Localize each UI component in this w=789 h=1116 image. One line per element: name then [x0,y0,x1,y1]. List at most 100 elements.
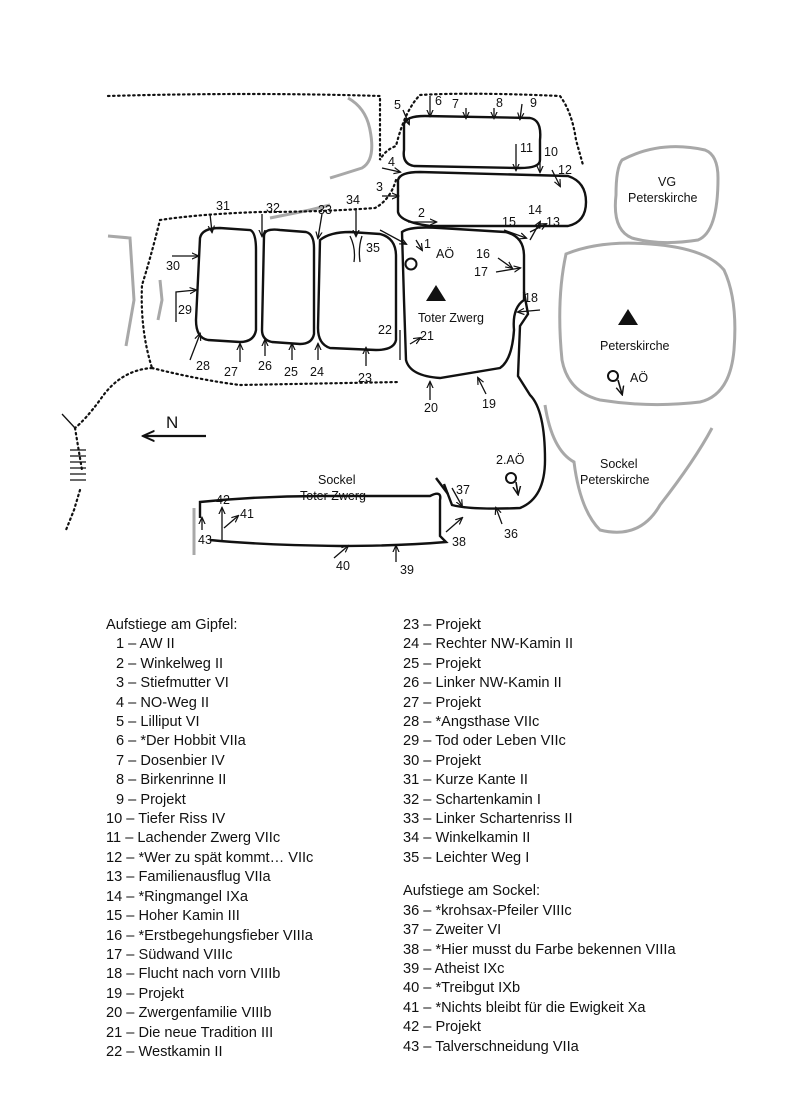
legend-item: 8 – Birkenrinne II [116,772,227,789]
topo-map: N [61,92,737,577]
route-arrow-18 [518,310,541,312]
route-arrow-19 [478,378,487,395]
legend-item: 11 – Lachender Zwerg VIIc [106,830,281,847]
dotted-path-north [106,92,585,167]
label-vg-line2: Peterskirche [628,191,698,205]
legend-item: 1 – AW II [116,636,175,653]
route-arrow-28 [189,334,200,361]
legend-item: 19 – Projekt [106,985,184,1002]
route-number-37: 37 [456,483,470,497]
legend-item: 37 – Zweiter VI [403,922,502,939]
legend-item: 35 – Leichter Weg I [403,849,530,866]
route-number-28: 28 [196,359,210,373]
legend-heading-socket: Aufstiege am Sockel: [403,883,541,900]
rock-block-west-1 [194,226,258,344]
legend-item: 42 – Projekt [403,1019,481,1036]
legend-heading-summit: Aufstiege am Gipfel: [106,617,238,633]
route-number-36: 36 [504,527,518,541]
sockel-outline [198,492,449,548]
legend-summit-list-a: 1 – AW II 2 – Winkelweg II 3 – Stiefmutt… [106,635,313,810]
legend-item: 24 – Rechter NW-Kamin II [403,636,574,653]
route-number-15: 15 [502,215,516,229]
sockel-outline-right [442,291,547,510]
route-arrow-33 [318,213,323,238]
route-number-29: 29 [178,303,192,317]
route-number-11: 11 [520,141,533,155]
route-arrow-40 [333,546,348,559]
route-number-22: 22 [378,323,392,337]
legend-item: 27 – Projekt [403,694,481,711]
route-number-31: 31 [216,199,230,213]
route-arrow-31 [210,213,212,232]
route-number-32: 32 [266,201,280,215]
route-number-10: 10 [544,145,558,159]
label-aoe-peterskirche: AÖ [630,371,648,385]
dotted-path-bottom [150,366,402,387]
route-number-19: 19 [482,397,496,411]
legend-item: 41 – *Nichts bleibt für die Ewigkeit Xa [403,999,646,1016]
legend-item: 7 – Dosenbier IV [116,752,225,769]
legend-item: 33 – Linker Schartenriss II [403,811,573,828]
rock-block-west-2 [260,228,316,346]
route-number-6: 6 [435,94,442,108]
legend-item: 31 – Kurze Kante II [403,772,528,789]
summit-triangle-toter-zwerg [426,285,446,301]
route-number-labels: 1 2 3 4 5 6 7 8 9 10 11 12 13 14 15 16 1… [166,94,572,577]
legend-item: 20 – Zwergenfamilie VIIIb [106,1005,272,1022]
path-spur [61,413,76,429]
route-number-20: 20 [424,401,438,415]
legend-item: 2 – Winkelweg II [116,655,224,672]
abseil-ring-peterskirche [607,370,619,382]
gray-outline-sockel-peterskirche [543,404,714,534]
route-arrow-9 [520,103,522,119]
legend-item: 40 – *Treibgut IXb [403,980,521,997]
legend-item: 22 – Westkamin II [106,1043,223,1060]
route-arrow-15 [503,229,526,238]
legend-item: 5 – Lilliput VI [116,714,200,731]
legend-item: 18 – Flucht nach vorn VIIIb [106,966,281,983]
dotted-path-west [64,426,84,532]
abseil-arrow-peterskirche [618,379,622,394]
gray-outline-west-4 [269,203,331,220]
legend-item: 15 – Hoher Kamin III [106,908,240,925]
abseil-arrow-2 [516,481,518,494]
route-arrow-35 [379,229,406,244]
label-sockel-tz-line2: Toter Zwerg [300,489,366,503]
route-arrow-16 [497,257,512,268]
legend-item: 9 – Projekt [116,791,186,808]
route-number-16: 16 [476,247,490,261]
legend-item: 6 – *Der Hobbit VIIa [116,733,246,750]
route-number-17: 17 [474,265,488,279]
route-number-7: 7 [452,97,459,111]
route-number-43: 43 [198,533,212,547]
rock-block-toter-zwerg [400,226,526,380]
route-arrow-12 [551,169,560,186]
route-number-2: 2 [418,206,425,220]
label-peterskirche: Peterskirche [600,339,670,353]
legend-item: 13 – Familienausflug VIIa [106,869,271,886]
label-sockel-pk-line1: Sockel [600,457,638,471]
legend-item: 39 – Atheist IXc [403,960,505,977]
legend-item: 4 – NO-Weg II [116,694,209,711]
label-sockel-pk-line2: Peterskirche [580,473,650,487]
gray-outline-peterskirche [558,241,737,407]
route-arrow-38 [445,518,462,533]
legend-item: 23 – Projekt [403,617,481,633]
route-arrow-13 [529,224,546,233]
route-number-39: 39 [400,563,414,577]
route-arrow-41 [223,516,238,529]
gray-outline-west-2 [107,234,136,347]
route-arrow-21 [409,338,420,345]
summit-triangle-peterskirche [618,309,638,325]
route-number-14: 14 [528,203,542,217]
abseil-ring-2 [505,472,517,484]
route-arrow-29 [175,290,196,322]
route-arrows [172,96,560,562]
chimney-34 [349,235,363,263]
route-number-27: 27 [224,365,238,379]
legend-item: 36 – *krohsax-Pfeiler VIIIc [403,902,572,919]
legend-item: 34 – Winkelkamin II [403,830,531,847]
legend-item: 3 – Stiefmutter VI [116,675,229,692]
route-number-38: 38 [452,535,466,549]
legend-summit-list-b: 10 – Tiefer Riss IV 11 – Lachender Zwerg… [106,810,313,1062]
